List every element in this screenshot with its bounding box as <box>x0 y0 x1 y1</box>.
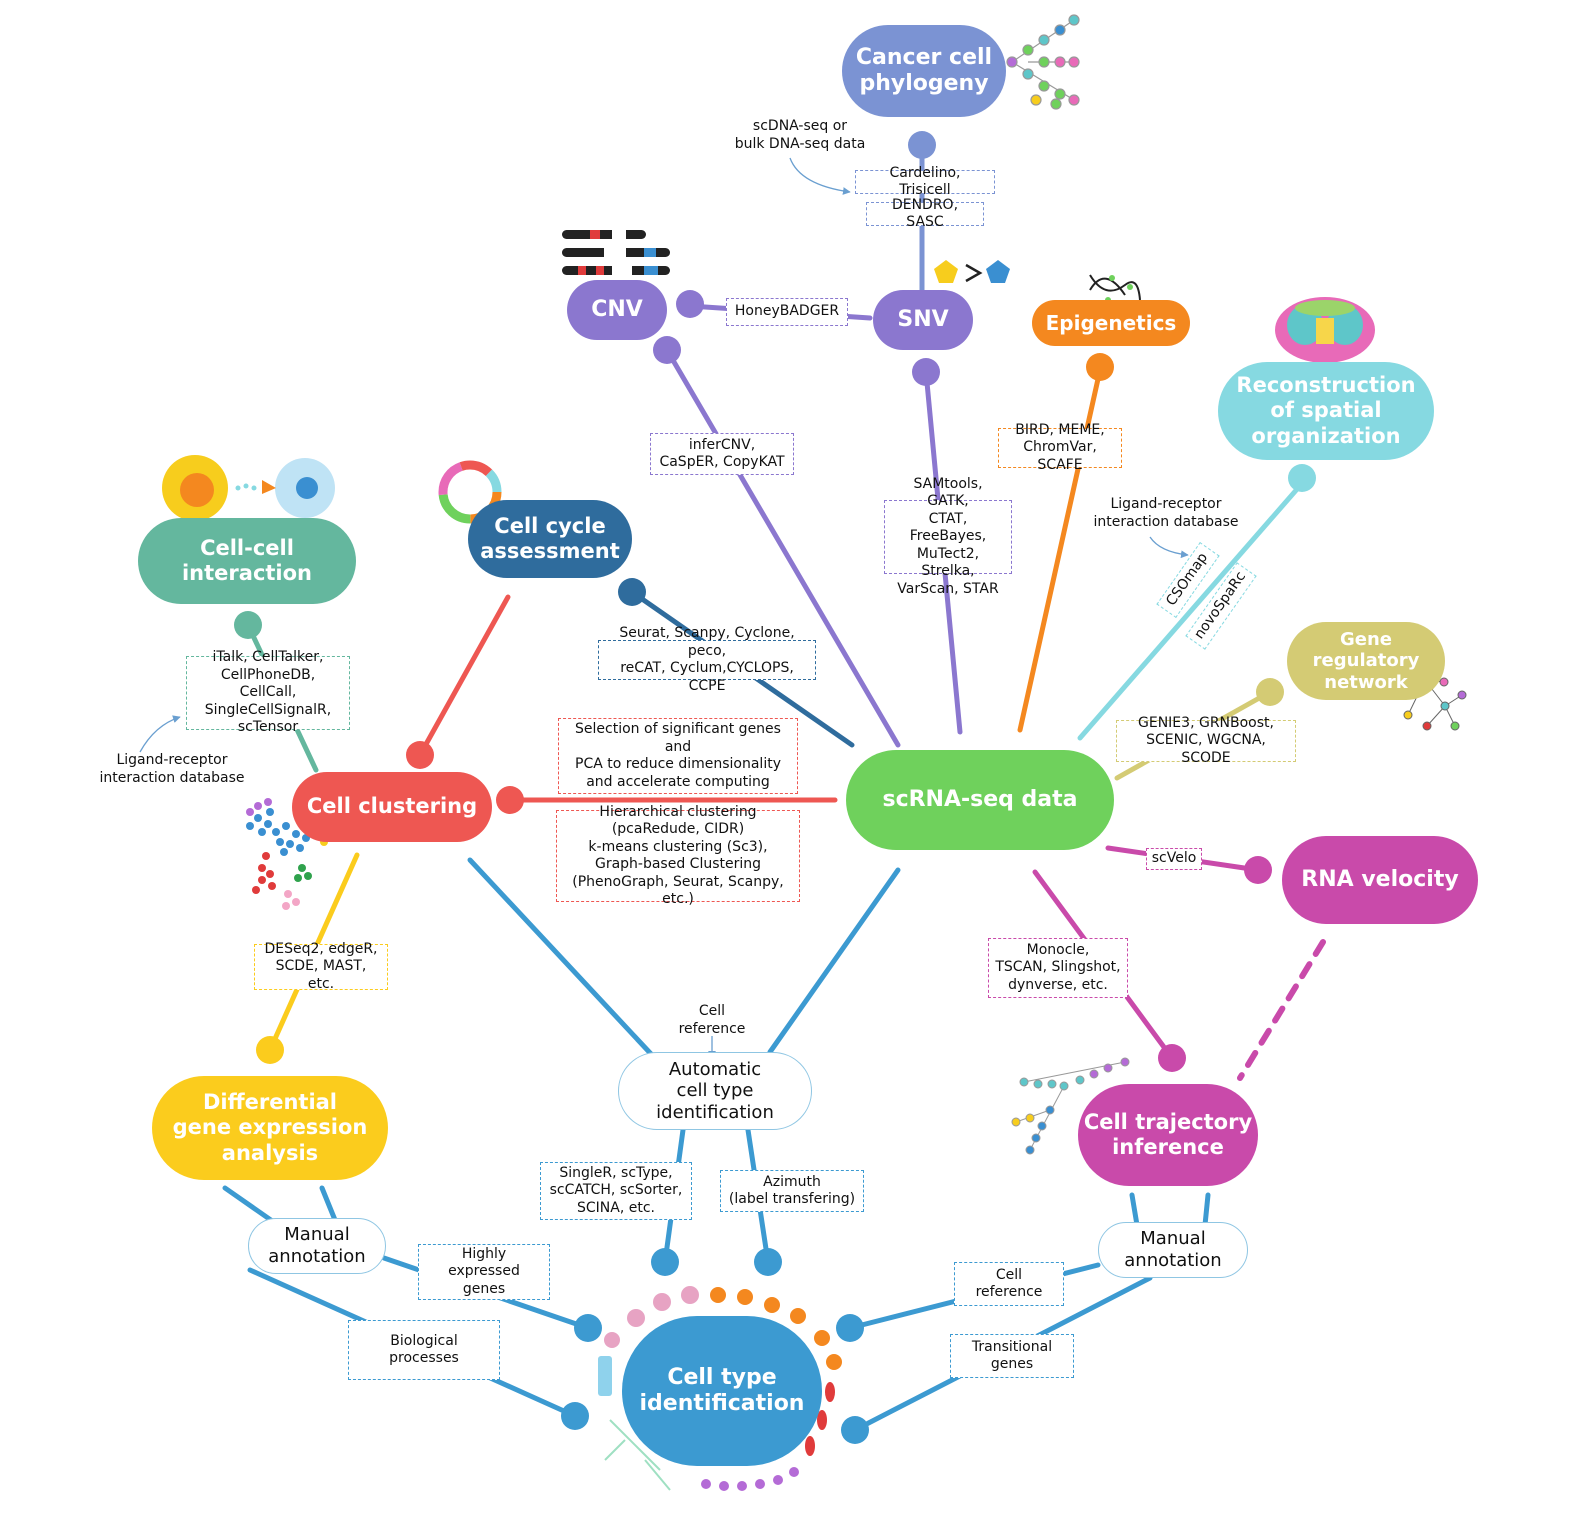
dot-azimuth <box>754 1248 782 1276</box>
node-auto-id[interactable]: Automatic cell type identification <box>618 1052 812 1130</box>
phylogeny-tree-icon <box>1006 14 1080 110</box>
tool-box-transitional: Transitional genes <box>950 1334 1074 1378</box>
tool-box-grn: GENIE3, GRNBoost, SCENIC, WGCNA, SCODE <box>1116 715 1296 766</box>
tissue-map-icon <box>1275 297 1375 363</box>
line-traj-manual-b <box>1202 1192 1211 1228</box>
node-center[interactable]: scRNA-seq data <box>846 750 1114 850</box>
node-phylogeny[interactable]: Cancer cell phylogeny <box>842 25 1006 117</box>
dot-transitional <box>841 1416 869 1444</box>
line-velocity-dashed <box>1237 939 1326 1081</box>
node-manual-right[interactable]: Manual annotation <box>1098 1222 1248 1278</box>
dot-clustering-right <box>496 786 524 814</box>
tool-box-phylo-2: DENDRO, SASC <box>866 197 984 230</box>
dot-bio <box>561 1402 589 1430</box>
line-traj-manual-a <box>1129 1192 1140 1228</box>
note-ligand-left: Ligand-receptor interaction database <box>99 752 245 786</box>
tool-box-pca: Selection of significant genes and PCA t… <box>558 718 798 794</box>
endpoint-dots <box>234 131 1316 1444</box>
line-center-auto <box>767 867 901 1055</box>
tool-box-snv: SAMtools, GATK, CTAT, FreeBayes, MuTect2… <box>884 476 1012 597</box>
tool-box-infercnv: inferCNV, CaSpER, CopyKAT <box>650 433 794 475</box>
dot-spatial <box>1288 464 1316 492</box>
dot-cnv-right <box>676 290 704 318</box>
cell-type-ring-icon <box>598 1286 842 1491</box>
dot-snv <box>912 358 940 386</box>
line-clustering-auto <box>467 857 655 1058</box>
note-ligand-right: Ligand-receptor interaction database <box>1093 496 1239 530</box>
cell-interaction-icon <box>162 455 335 521</box>
node-deg[interactable]: Differential gene expression analysis <box>152 1076 388 1180</box>
tool-box-cellcell: iTalk, CellTalker, CellPhoneDB, CellCall… <box>186 649 350 735</box>
dot-trajectory <box>1158 1044 1186 1072</box>
dot-clustering-top <box>406 741 434 769</box>
dna-helix-icon <box>1089 274 1141 303</box>
tool-box-epigenetics: BIRD, MEME, ChromVar, SCAFE <box>998 422 1122 473</box>
dot-grn <box>1256 678 1284 706</box>
tool-box-singler: SingleR, scType, scCATCH, scSorter, SCIN… <box>540 1162 692 1220</box>
dot-cellcycle <box>618 578 646 606</box>
node-velocity[interactable]: RNA velocity <box>1282 836 1478 924</box>
dot-cnv-bottom <box>653 336 681 364</box>
trajectory-icon <box>1011 1057 1130 1155</box>
dot-velocity <box>1244 856 1272 884</box>
node-spatial[interactable]: Reconstruction of spatial organization <box>1218 362 1434 460</box>
arrow-ligand-left <box>139 715 181 753</box>
tool-box-deg: DESeq2, edgeR, SCDE, MAST, etc. <box>254 941 388 992</box>
arrow-ligand-right <box>1149 536 1189 559</box>
dot-highly <box>574 1314 602 1342</box>
dot-epigenetics <box>1086 353 1114 381</box>
node-epigenetics[interactable]: Epigenetics <box>1032 300 1190 346</box>
tool-box-cellref: Cell reference <box>954 1262 1064 1306</box>
node-cell-cell[interactable]: Cell-cell interaction <box>138 518 356 604</box>
tool-box-highly: Highly expressed genes <box>418 1244 550 1300</box>
node-snv[interactable]: SNV <box>873 290 973 350</box>
node-cnv[interactable]: CNV <box>567 280 667 340</box>
tool-box-trajectory: Monocle, TSCAN, Slingshot, dynverse, etc… <box>988 938 1128 998</box>
tool-box-azimuth: Azimuth (label transfering) <box>720 1170 864 1212</box>
dot-deg <box>256 1036 284 1064</box>
line-clustering-cellcycle <box>417 594 511 758</box>
dot-cellcell <box>234 611 262 639</box>
dot-singler <box>651 1248 679 1276</box>
tool-box-cellcycle: Seurat, Scanpy, Cyclone, peco, reCAT, Cy… <box>598 625 816 694</box>
node-cell-type[interactable]: Cell type identification <box>622 1316 822 1466</box>
line-deg-manual-b <box>319 1185 338 1223</box>
pentagon-icon <box>934 260 1010 283</box>
node-cell-cycle[interactable]: Cell cycle assessment <box>468 500 632 578</box>
annotation-arrows <box>139 157 1189 1059</box>
line-spatial <box>1077 477 1308 741</box>
tool-box-bio: Biological processes <box>348 1320 500 1380</box>
node-manual-left[interactable]: Manual annotation <box>248 1218 386 1274</box>
node-trajectory[interactable]: Cell trajectory inference <box>1078 1084 1258 1186</box>
node-clustering[interactable]: Cell clustering <box>292 772 492 842</box>
note-cell-reference: Cell reference <box>678 1003 746 1037</box>
tool-box-clustering: Hierarchical clustering (pcaRedude, CIDR… <box>556 804 800 907</box>
tool-box-scvelo: scVelo <box>1146 848 1202 870</box>
dot-phylogeny <box>908 131 936 159</box>
chromosome-icon <box>562 230 670 275</box>
note-dna-data: scDNA-seq or bulk DNA-seq data <box>734 118 866 152</box>
tool-box-phylo-1: Cardelino, Trisicell <box>855 165 995 198</box>
tool-box-honeybadger: HoneyBADGER <box>726 298 848 326</box>
cell-cycle-donut-icon <box>438 460 502 524</box>
node-grn[interactable]: Gene regulatory network <box>1287 622 1445 700</box>
arrow-dna <box>789 157 851 195</box>
line-cnv <box>664 347 901 748</box>
dot-cellref <box>836 1314 864 1342</box>
